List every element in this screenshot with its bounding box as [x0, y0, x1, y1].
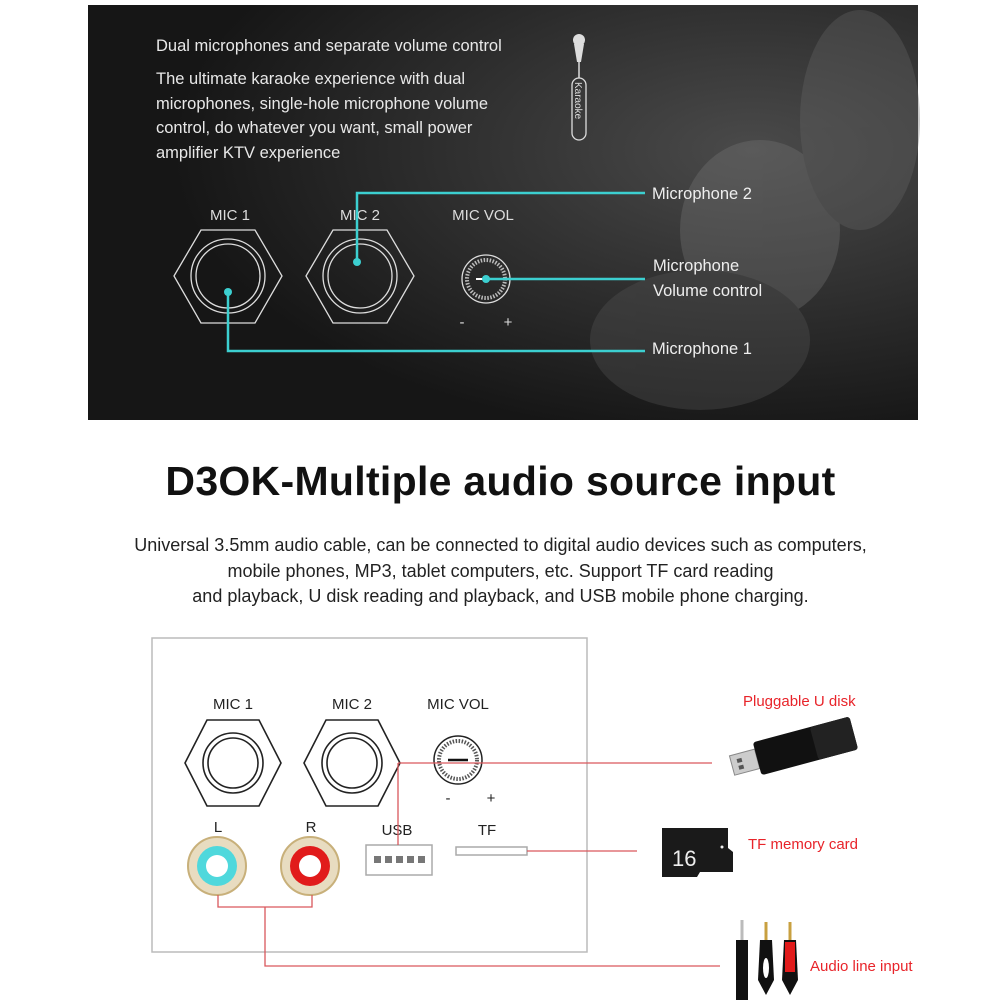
microphone-icon: Karaoke — [571, 34, 587, 141]
callout-lines — [226, 191, 645, 353]
people-silhouette — [590, 10, 920, 410]
tf-card-image: 16 — [662, 828, 733, 877]
karaoke-heading: Dual microphones and separate volume con… — [156, 37, 502, 55]
section-title: D3OK-Multiple audio source input — [165, 458, 836, 504]
callout-dots — [224, 258, 490, 296]
device-panel-outline — [151, 637, 588, 953]
mic-vol-label: MIC VOL — [427, 696, 489, 713]
callout-microphone1: Microphone 1 — [652, 340, 752, 358]
usb-flash-drive-image — [728, 717, 858, 776]
karaoke-desc-line: microphones, single-hole microphone volu… — [156, 95, 488, 113]
section-description-line: Universal 3.5mm audio cable, can be conn… — [134, 535, 867, 555]
section-description: Universal 3.5mm audio cable, can be conn… — [60, 533, 941, 610]
rca-right-jack — [280, 836, 340, 896]
callout-volume-line1: Microphone — [653, 257, 739, 275]
usb-label: USB — [382, 822, 413, 839]
callout-microphone2: Microphone 2 — [652, 185, 752, 203]
rca-right-label: R — [306, 819, 317, 836]
mic1-jack — [184, 719, 282, 807]
callout-audio-line: Audio line input — [810, 958, 913, 975]
callout-tf-card: TF memory card — [748, 836, 858, 853]
mic-vol-label: MIC VOL — [452, 207, 514, 224]
volume-plus: + — [504, 314, 513, 331]
audio-cable-image — [736, 920, 798, 1000]
volume-minus: - — [446, 790, 451, 807]
karaoke-desc-line: The ultimate karaoke experience with dua… — [156, 70, 465, 88]
panel-diagram: MIC 1 MIC 2 MIC VOL - + L R USB TF — [151, 637, 913, 1000]
mic1-label: MIC 1 — [213, 696, 253, 713]
karaoke-badge: Karaoke — [572, 82, 583, 120]
section-description-line: and playback, U disk reading and playbac… — [192, 586, 809, 606]
karaoke-desc-line: amplifier KTV experience — [156, 144, 340, 162]
tf-card-capacity: 16 — [672, 846, 696, 871]
karaoke-panel: Dual microphones and separate volume con… — [88, 5, 920, 420]
rca-left-label: L — [214, 819, 222, 836]
volume-plus: + — [487, 790, 496, 807]
tf-label: TF — [478, 822, 496, 839]
mic2-label: MIC 2 — [332, 696, 372, 713]
mic2-jack — [305, 229, 415, 324]
callout-u-disk: Pluggable U disk — [743, 693, 856, 710]
usb-port — [365, 844, 433, 876]
karaoke-desc-line: control, do whatever you want, small pow… — [156, 119, 473, 137]
mic-volume-knob — [433, 735, 483, 785]
mic1-label: MIC 1 — [210, 207, 250, 224]
section-description-line: mobile phones, MP3, tablet computers, et… — [227, 560, 774, 581]
tf-card-slot — [455, 846, 528, 856]
callout-volume-line2: Volume control — [653, 282, 762, 300]
mic2-label: MIC 2 — [340, 207, 380, 224]
connection-lines — [217, 762, 720, 967]
volume-minus: - — [460, 314, 465, 331]
rca-left-jack — [187, 836, 247, 896]
